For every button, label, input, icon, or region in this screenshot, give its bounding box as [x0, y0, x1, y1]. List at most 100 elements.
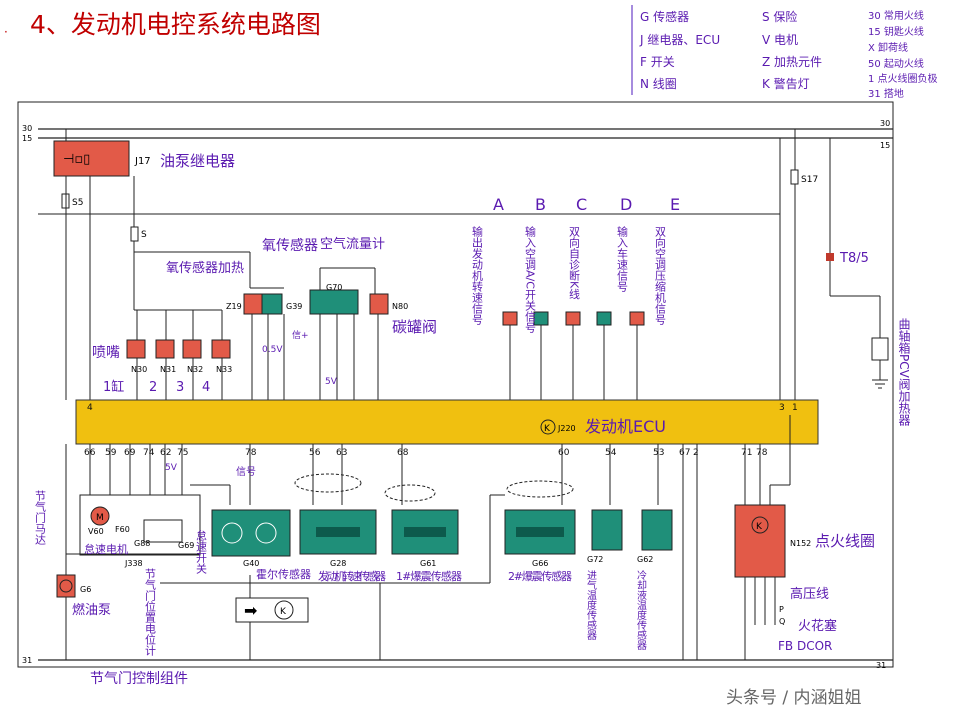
oxygen-sensor-group: 氧传感器加热 氧传感器 Z19 G39 0.5V 信+ 27 25 26 — [166, 237, 318, 413]
o2-id-z19: Z19 — [226, 302, 242, 311]
svg-text:75: 75 — [177, 448, 188, 458]
pos-id: G88 — [134, 539, 150, 548]
rail-31-label-right: 31 — [876, 661, 886, 670]
canister-label: 碳罐阀 — [392, 318, 437, 336]
ignition-coil-group: K N152 点火线圈 高压线 P Q 火花塞 FB DCOR — [734, 504, 875, 660]
fuel-pump-relay — [53, 140, 130, 177]
cylinder-label: 4 — [202, 380, 210, 395]
svg-text:71: 71 — [741, 448, 752, 458]
relay-label: 油泵继电器 — [160, 152, 235, 170]
o2-heater-label: 氧传感器加热 — [166, 260, 244, 276]
legend: G 传感器 J 继电器、ECU F 开关 N 线圈 S 保险 V 电机 Z 加热… — [631, 5, 938, 100]
o2-sensor-g39 — [261, 293, 283, 315]
ecu-bottom-pins: 66 59 69 74 62 75 78 56 63 68 60 54 53 6… — [84, 448, 768, 458]
svg-text:68: 68 — [397, 448, 409, 458]
svg-text:67: 67 — [679, 448, 690, 458]
connector-t85 — [826, 253, 834, 261]
signal-desc: 输入空调A/C开关信号 — [524, 225, 537, 334]
cylinder-label: 3 — [176, 380, 184, 395]
motor-m: M — [96, 513, 104, 523]
pin-label: 3 — [779, 403, 785, 413]
speed-indicator: ➡ K — [235, 597, 309, 623]
canister-id: N80 — [392, 302, 408, 311]
pump-motor-icon — [59, 579, 73, 593]
sensor-id: G62 — [637, 555, 653, 564]
signal-desc: 输入车速信号 — [616, 225, 629, 293]
g69-id: G69 — [178, 541, 194, 550]
sensor-id: G72 — [587, 555, 603, 564]
rail-15-label: 15 — [22, 134, 32, 143]
legend-item: 1 点火线圈负极 — [868, 72, 938, 85]
sensor-g40 — [211, 509, 291, 557]
pcv-label: 曲轴箱PCV阀加热器 — [897, 318, 911, 427]
signal-d-box — [596, 311, 612, 326]
feed-wires — [65, 129, 880, 400]
fuse-s-label: S — [141, 230, 147, 240]
spark-plug-label: 火花塞 — [798, 618, 837, 634]
cylinder-label: 2 — [149, 380, 157, 395]
svg-text:78: 78 — [245, 448, 257, 458]
legend-item: 30 常用火线 — [868, 9, 924, 22]
coil-label: 点火线圈 — [815, 532, 875, 550]
rail-30-label: 30 — [22, 124, 32, 133]
coil-letter: Q — [779, 617, 785, 626]
sensor-label: 进气温度传感器 — [585, 570, 597, 641]
injector-id: N30 — [131, 365, 147, 374]
legend-item: 50 起动火线 — [868, 57, 924, 70]
throttle-pos-g88 — [143, 519, 183, 543]
relay-symbol: ⊣▫▯ — [63, 152, 90, 167]
throttle-unit-box — [79, 494, 201, 556]
legend-item: G 传感器 — [640, 9, 689, 24]
sensor-label: 发动机转速传感器 — [318, 569, 386, 583]
throttle-motor-v60 — [90, 506, 110, 526]
injector-title: 喷嘴 — [92, 345, 120, 361]
sensor-id: G61 — [420, 559, 436, 568]
canister-valve-n80 — [369, 293, 389, 315]
pcv-connector: T8/5 — [839, 251, 869, 266]
coil-letter: P — [779, 605, 784, 614]
svg-text:K: K — [280, 607, 287, 617]
injector-n33 — [211, 339, 231, 359]
fuse-s17 — [790, 169, 799, 185]
signal-desc: 输出发动机转速信号 — [471, 225, 484, 326]
rail-31-label: 31 — [22, 656, 32, 665]
legend-item: 15 钥匙火线 — [868, 25, 924, 38]
lower-wires — [65, 415, 791, 660]
legend-item: J 继电器、ECU — [639, 33, 720, 47]
svg-text:2: 2 — [693, 448, 699, 458]
o2-title: 氧传感器 — [262, 237, 318, 254]
injector-n30 — [126, 339, 146, 359]
svg-text:59: 59 — [105, 448, 117, 458]
sensor-extra: 信号 — [236, 466, 256, 478]
legend-item: Z 加热元件 — [762, 55, 822, 69]
signal-c-box — [565, 311, 581, 326]
throttle-bottom-label: 节气门控制组件 — [90, 671, 188, 687]
signal-letter: E — [670, 195, 680, 214]
fuse-s17-label: S17 — [801, 175, 818, 185]
sensor-label: 1#爆震传感器 — [396, 569, 462, 583]
maf-title: 空气流量计 — [320, 236, 385, 252]
injector-group: 喷嘴 N30 N31 N32 N33 1缸 2 3 4 73 80 58 65 — [92, 310, 232, 413]
sensor-label: 霍尔传感器 — [256, 568, 311, 581]
switch-id: F60 — [115, 525, 130, 534]
rail-30-label-right: 30 — [880, 119, 890, 128]
legend-item: N 线圈 — [640, 77, 677, 91]
legend-item: V 电机 — [762, 33, 798, 47]
signal-desc: 双向自诊断K线 — [568, 226, 581, 300]
ecu-k: K — [544, 424, 551, 434]
o2-heater-z19 — [243, 293, 263, 315]
legend-item: F 开关 — [640, 55, 675, 69]
legend-item: X 卸荷线 — [868, 41, 908, 54]
sensor-g72 — [591, 509, 623, 551]
margin-mark: · — [4, 25, 8, 39]
svg-text:74: 74 — [143, 448, 155, 458]
pin-label: 1 — [792, 403, 798, 413]
injector-id: N32 — [187, 365, 203, 374]
external-signals: A B C D E 输出发动机转速信号 输入空调A/C开关信号 双向自诊断K线 … — [471, 195, 681, 413]
injector-id: N31 — [160, 365, 176, 374]
pump-id: G6 — [80, 585, 91, 594]
injector-n31 — [155, 339, 175, 359]
power-rails — [38, 128, 893, 661]
sensor-id: G40 — [243, 559, 259, 568]
legend-item: S 保险 — [762, 9, 797, 24]
